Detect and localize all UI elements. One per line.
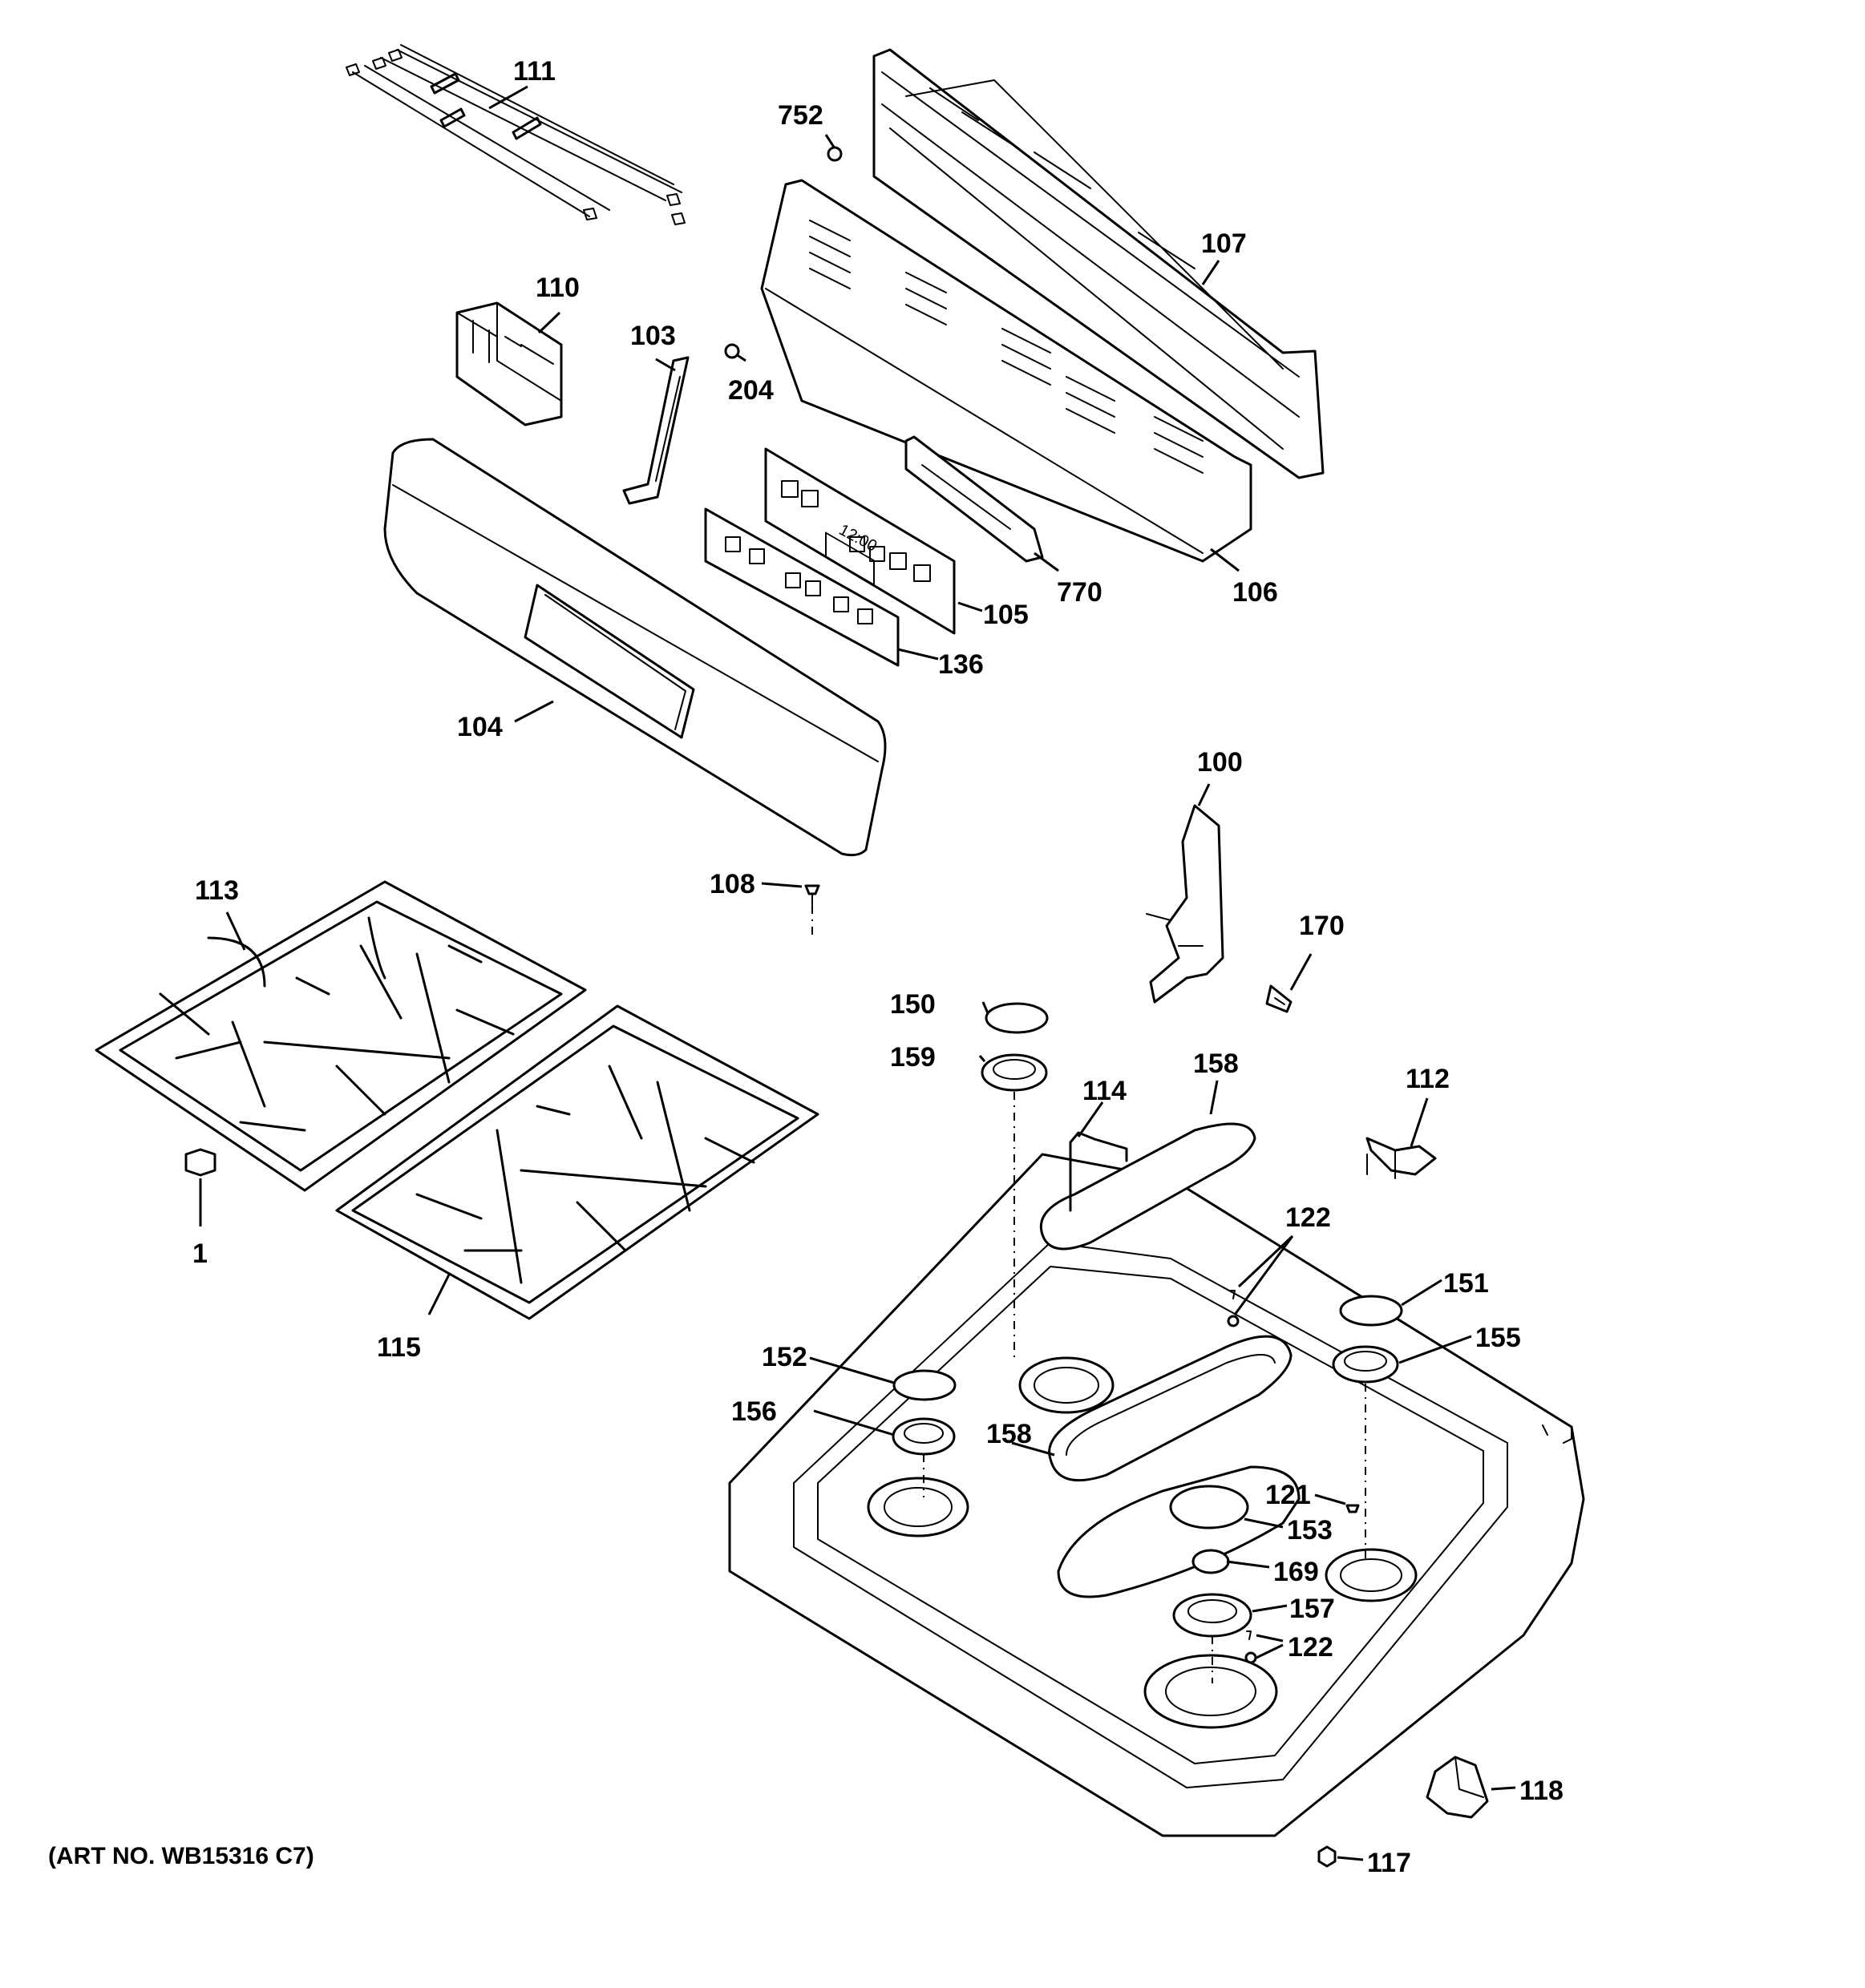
- head-159-part: [981, 1053, 1048, 1363]
- callout-108: 108: [710, 869, 755, 899]
- callout-157: 157: [1289, 1594, 1335, 1624]
- cap-153-part: [1169, 1485, 1249, 1529]
- grate-113-part: [95, 880, 587, 1192]
- rear-panel-part: [760, 179, 1252, 563]
- callout-100: 100: [1197, 747, 1243, 778]
- callout-103: 103: [630, 321, 676, 351]
- callout-122-lower: 122: [1288, 1632, 1333, 1663]
- burner-rear-left: [1018, 1356, 1115, 1414]
- control-board-105-part: 12:00: [764, 447, 956, 635]
- callout-158-lower: 158: [986, 1419, 1032, 1449]
- bracket-114-part: [1069, 1131, 1128, 1212]
- callout-113: 113: [195, 875, 239, 906]
- screw-121-part: [1345, 1504, 1360, 1513]
- callout-110: 110: [536, 273, 580, 303]
- bracket-103-part: [622, 356, 690, 505]
- burner-rear-right: [1325, 1548, 1418, 1602]
- foot-1-part: [184, 1148, 216, 1177]
- nut-117-part: [1317, 1845, 1337, 1868]
- callout-104: 104: [457, 712, 503, 742]
- screw-752-part: [827, 146, 843, 162]
- control-box-110-part: [455, 301, 563, 426]
- ring-169-part: [1191, 1549, 1230, 1574]
- callout-111: 111: [513, 56, 556, 87]
- callout-153: 153: [1287, 1515, 1333, 1546]
- callout-170: 170: [1299, 911, 1345, 941]
- callout-labels: 111 752 107 110 103 204 770 106 105 136 …: [192, 56, 1564, 1878]
- art-number: (ART NO. WB15316 C7): [48, 1843, 314, 1869]
- bolt-170-part: [1265, 984, 1293, 1013]
- cap-152-part: [892, 1369, 957, 1401]
- center-oval-burner: [1057, 1465, 1301, 1598]
- screws-122-part: [1227, 1290, 1257, 1664]
- callout-112: 112: [1406, 1064, 1450, 1094]
- screw-108-part: [804, 884, 820, 938]
- burner-ring-158-part: [1048, 1335, 1293, 1482]
- callout-169: 169: [1273, 1557, 1319, 1587]
- callout-204: 204: [728, 375, 774, 406]
- callout-159: 159: [890, 1042, 936, 1073]
- leader-lines: [199, 85, 1516, 1861]
- callout-117: 117: [1367, 1848, 1411, 1878]
- control-panel-104-part: [383, 438, 887, 857]
- callout-150: 150: [890, 989, 936, 1020]
- callout-152: 152: [762, 1342, 807, 1372]
- callout-156: 156: [731, 1396, 777, 1427]
- griddle-cover-158-part: [1040, 1122, 1256, 1251]
- backguard-panel-part: [872, 48, 1325, 479]
- wire-harness-part: [346, 44, 686, 225]
- callout-121: 121: [1265, 1480, 1311, 1510]
- bracket-100-part: [1146, 804, 1224, 1004]
- callout-770: 770: [1057, 577, 1102, 608]
- grate-115-part: [335, 1004, 819, 1320]
- callout-155: 155: [1475, 1323, 1521, 1353]
- valve-112-part: [1365, 1137, 1437, 1179]
- bracket-770-part: [904, 435, 1044, 563]
- head-155-part: [1332, 1345, 1399, 1563]
- callout-122-upper: 122: [1285, 1202, 1331, 1233]
- callout-151: 151: [1443, 1268, 1489, 1299]
- head-157-part: [1172, 1593, 1252, 1683]
- callout-1: 1: [192, 1238, 208, 1269]
- callout-107: 107: [1201, 228, 1247, 259]
- burner-front-right: [1143, 1654, 1278, 1729]
- cooktop-part: [728, 1153, 1585, 1837]
- cap-150-part: [985, 1002, 1049, 1034]
- callout-158-upper: 158: [1193, 1049, 1239, 1079]
- callout-752: 752: [778, 100, 823, 131]
- callout-106: 106: [1232, 577, 1278, 608]
- callout-114: 114: [1082, 1076, 1127, 1106]
- screw-204-part: [724, 343, 740, 359]
- overlay-136-part: [704, 507, 900, 667]
- callout-118: 118: [1519, 1776, 1564, 1806]
- callout-136: 136: [938, 649, 984, 680]
- head-156-part: [892, 1417, 956, 1497]
- burner-front-left: [867, 1477, 969, 1537]
- callout-105: 105: [983, 600, 1029, 630]
- bracket-118-part: [1426, 1756, 1489, 1819]
- cap-151-part: [1339, 1295, 1403, 1327]
- callout-115: 115: [377, 1332, 421, 1363]
